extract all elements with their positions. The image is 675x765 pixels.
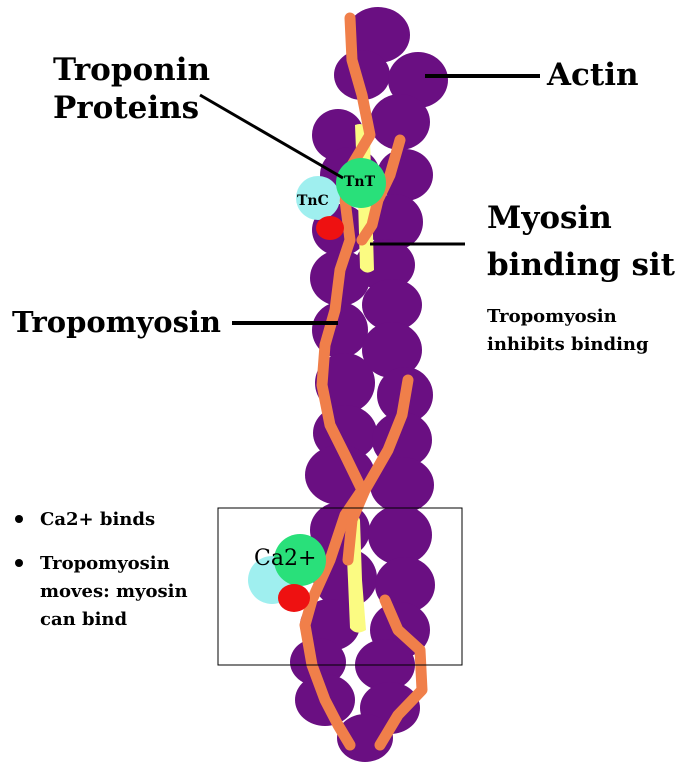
inhibit-label-line1: Tropomyosin <box>487 306 617 327</box>
ca-label: Ca2+ <box>254 546 316 571</box>
myosin-label-line1: Myosin <box>487 200 612 236</box>
note-2-line-3: can bind <box>40 609 127 630</box>
note-1-line-1: Ca2+ binds <box>40 509 155 530</box>
bullet-icon <box>15 515 23 523</box>
inhibit-label-line2: inhibits binding <box>487 334 649 355</box>
troponin-label-line1: Troponin <box>53 52 210 88</box>
myosin-label-line2: binding site <box>487 247 675 283</box>
bullet-icon <box>15 559 23 567</box>
note-2-line-2: moves: myosin <box>40 581 188 602</box>
actin-label: Actin <box>546 57 639 93</box>
notes-list: Ca2+ binds Tropomyosin moves: myosin can… <box>15 509 188 630</box>
tropomyosin-label: Tropomyosin <box>12 305 221 339</box>
tni-circle <box>316 216 344 240</box>
tnc-label: TnC <box>297 193 329 209</box>
troponin-label-line2: Proteins <box>53 90 199 126</box>
tnt-label: TnT <box>344 174 376 190</box>
note-2-line-1: Tropomyosin <box>40 553 170 574</box>
tni-circle-bound <box>278 584 310 612</box>
